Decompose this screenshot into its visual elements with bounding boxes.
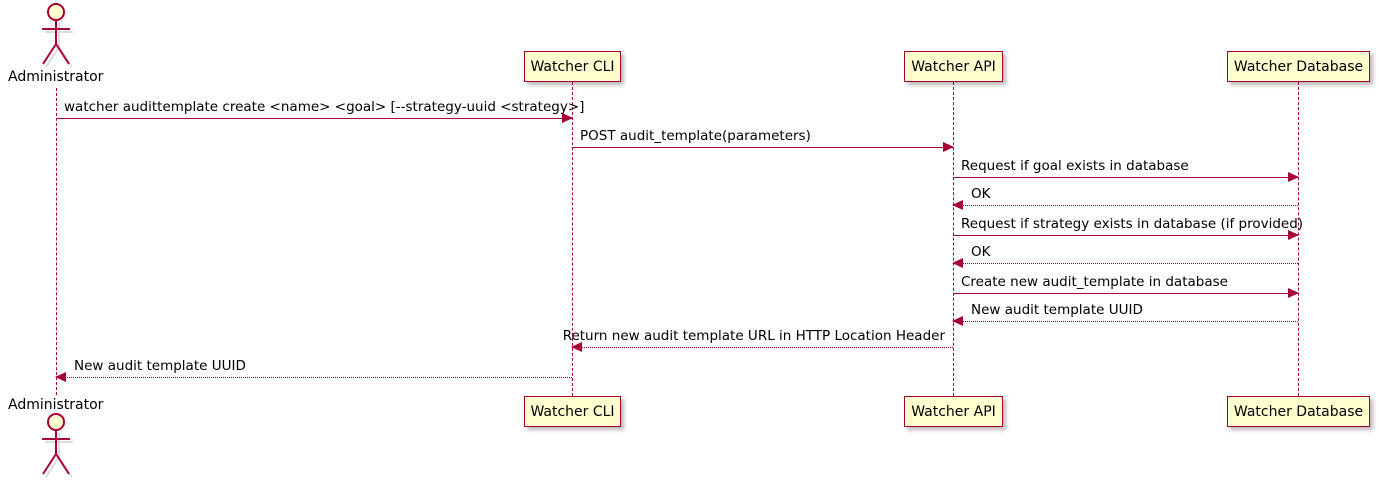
- message-label: OK: [971, 243, 991, 260]
- message-line: [953, 205, 1298, 206]
- arrowhead-right-icon: [562, 113, 573, 123]
- participant-label: Watcher API: [911, 58, 996, 75]
- message-line: [953, 321, 1298, 322]
- message-label: Create new audit_template in database: [961, 273, 1228, 290]
- arrowhead-right-icon: [1288, 172, 1299, 182]
- arrowhead-right-icon: [1288, 288, 1299, 298]
- actor-label-administrator-top: Administrator: [8, 69, 104, 85]
- message-line: [56, 118, 572, 119]
- message-line: [56, 377, 572, 378]
- actor-label-administrator-bottom: Administrator: [8, 397, 104, 413]
- arrowhead-left-icon: [571, 342, 582, 352]
- actor-figure-icon: [42, 413, 73, 478]
- arrowhead-right-icon: [1288, 230, 1299, 240]
- participant-watcher-database-bottom: Watcher Database: [1227, 396, 1370, 427]
- message-line: [953, 235, 1298, 236]
- lifeline-watcher-api: [953, 82, 954, 396]
- message-label: New audit template UUID: [74, 357, 246, 374]
- arrowhead-left-icon: [55, 372, 66, 382]
- message-line: [953, 177, 1298, 178]
- arrowhead-left-icon: [952, 200, 963, 210]
- participant-label: Watcher Database: [1233, 403, 1364, 420]
- participant-watcher-cli-top: Watcher CLI: [524, 51, 621, 82]
- arrowhead-left-icon: [952, 316, 963, 326]
- actor-administrator-bottom: [30, 412, 82, 482]
- message-line: [953, 263, 1298, 264]
- arrowhead-left-icon: [952, 258, 963, 268]
- participant-watcher-api-bottom: Watcher API: [904, 396, 1003, 427]
- message-label: POST audit_template(parameters): [580, 127, 811, 144]
- message-line: [572, 147, 953, 148]
- message-label: OK: [971, 185, 991, 202]
- participant-label: Watcher CLI: [530, 58, 615, 75]
- actor-administrator-top: [30, 2, 82, 72]
- participant-label: Watcher API: [911, 403, 996, 420]
- participant-label: Watcher Database: [1233, 58, 1364, 75]
- participant-watcher-cli-bottom: Watcher CLI: [524, 396, 621, 427]
- message-label: Request if goal exists in database: [961, 157, 1189, 174]
- participant-watcher-api-top: Watcher API: [904, 51, 1003, 82]
- message-label: Request if strategy exists in database (…: [961, 215, 1304, 232]
- arrowhead-right-icon: [943, 142, 954, 152]
- message-label: Return new audit template URL in HTTP Lo…: [562, 327, 945, 344]
- message-line: [572, 347, 953, 348]
- message-label: New audit template UUID: [971, 301, 1143, 318]
- actor-figure-icon: [42, 3, 73, 68]
- participant-watcher-database-top: Watcher Database: [1227, 51, 1370, 82]
- lifeline-watcher-cli: [572, 82, 573, 396]
- lifeline-administrator: [56, 88, 57, 395]
- message-line: [953, 293, 1298, 294]
- message-label: watcher audittemplate create <name> <goa…: [64, 98, 585, 115]
- participant-label: Watcher CLI: [530, 403, 615, 420]
